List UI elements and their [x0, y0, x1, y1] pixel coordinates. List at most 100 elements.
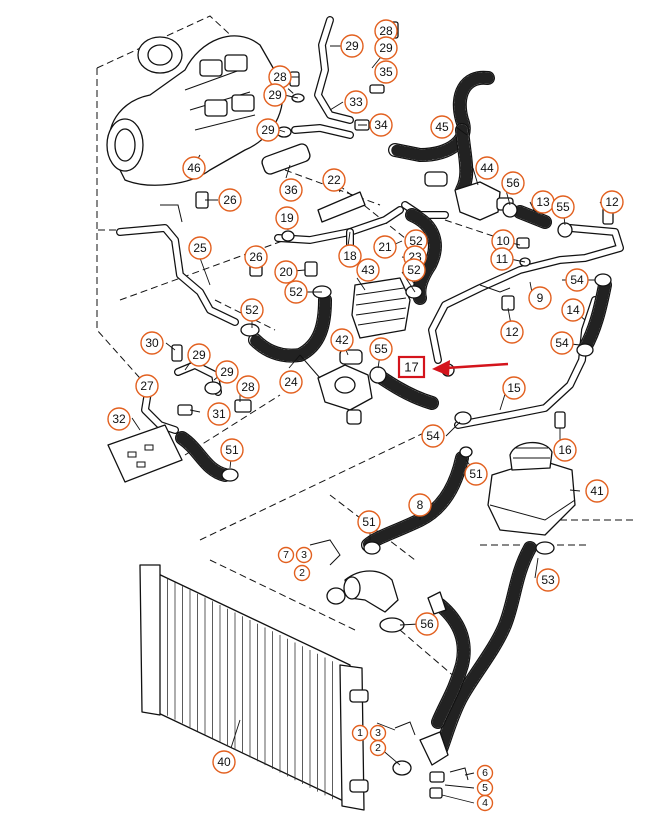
callout-12[interactable]: 12: [500, 320, 524, 344]
callout-56[interactable]: 56: [415, 612, 439, 636]
callout-label: 2: [375, 742, 381, 754]
callout-label: 26: [249, 250, 263, 264]
callout-8[interactable]: 8: [408, 493, 432, 517]
callout-6[interactable]: 6: [476, 764, 494, 782]
callout-34[interactable]: 34: [369, 113, 393, 137]
callout-circle: [369, 113, 393, 137]
callout-52[interactable]: 52: [284, 280, 308, 304]
callout-20[interactable]: 20: [274, 260, 298, 284]
callout-42[interactable]: 42: [330, 328, 354, 352]
callout-32[interactable]: 32: [107, 407, 131, 431]
hose-14: [578, 278, 612, 355]
callout-25[interactable]: 25: [188, 236, 212, 260]
callout-54[interactable]: 54: [550, 331, 574, 355]
callout-circle: [135, 374, 159, 398]
callout-55[interactable]: 55: [551, 195, 575, 219]
highlighted-callout-17[interactable]: 17: [397, 355, 426, 379]
callout-26[interactable]: 26: [244, 245, 268, 269]
callout-29[interactable]: 29: [256, 118, 280, 142]
gasket-32: [107, 424, 183, 483]
callout-43[interactable]: 43: [356, 258, 380, 282]
hose-17[interactable]: [375, 371, 439, 410]
callout-1[interactable]: 1: [351, 724, 369, 742]
callout-label: 55: [556, 200, 570, 214]
callout-52[interactable]: 52: [402, 258, 426, 282]
callout-label: 54: [555, 336, 569, 350]
hose-24: [248, 293, 332, 363]
callout-circle: [464, 462, 488, 486]
callout-46[interactable]: 46: [182, 156, 206, 180]
callout-41[interactable]: 41: [585, 479, 609, 503]
callout-24[interactable]: 24: [279, 370, 303, 394]
callout-3[interactable]: 3: [369, 724, 387, 742]
callout-circle: [236, 375, 260, 399]
callout-19[interactable]: 19: [275, 206, 299, 230]
callout-label: 14: [566, 303, 580, 317]
callout-52[interactable]: 52: [240, 298, 264, 322]
callout-15[interactable]: 15: [502, 376, 526, 400]
callout-label: 45: [435, 120, 449, 134]
callout-circle: [207, 402, 231, 426]
callout-label: 16: [558, 443, 572, 457]
callout-label: 51: [225, 443, 239, 457]
callout-29[interactable]: 29: [187, 343, 211, 367]
callout-56[interactable]: 56: [501, 171, 525, 195]
callout-40[interactable]: 40: [212, 750, 236, 774]
callout-12[interactable]: 12: [600, 190, 624, 214]
callout-7[interactable]: 7: [277, 546, 295, 564]
turbocharger: [106, 35, 284, 186]
callout-29[interactable]: 29: [374, 36, 398, 60]
callout-11[interactable]: 11: [490, 247, 514, 271]
callout-27[interactable]: 27: [135, 374, 159, 398]
callout-35[interactable]: 35: [374, 60, 398, 84]
callout-circle: [187, 343, 211, 367]
callout-16[interactable]: 16: [553, 438, 577, 462]
callout-29[interactable]: 29: [263, 83, 287, 107]
callout-36[interactable]: 36: [279, 178, 303, 202]
callout-label: 28: [241, 380, 255, 394]
callout-label: 4: [482, 797, 488, 809]
callout-3[interactable]: 3: [295, 546, 313, 564]
callout-53[interactable]: 53: [536, 568, 560, 592]
callout-label: 53: [541, 573, 555, 587]
callout-29[interactable]: 29: [215, 360, 239, 384]
callout-51[interactable]: 51: [357, 510, 381, 534]
callout-55[interactable]: 55: [369, 337, 393, 361]
callout-33[interactable]: 33: [344, 90, 368, 114]
callout-2[interactable]: 2: [293, 564, 311, 582]
callout-29[interactable]: 29: [340, 34, 364, 58]
callout-label: 56: [506, 176, 520, 190]
callout-18[interactable]: 18: [338, 244, 362, 268]
callout-45[interactable]: 45: [430, 115, 454, 139]
callout-44[interactable]: 44: [475, 156, 499, 180]
callout-circle: [408, 493, 432, 517]
callout-circle: [536, 568, 560, 592]
callout-31[interactable]: 31: [207, 402, 231, 426]
callout-14[interactable]: 14: [561, 298, 585, 322]
callout-54[interactable]: 54: [421, 424, 445, 448]
callout-label: 12: [605, 195, 619, 209]
callout-5[interactable]: 5: [476, 779, 494, 797]
callout-51[interactable]: 51: [464, 462, 488, 486]
callout-label: 31: [212, 407, 226, 421]
callout-circle: [373, 235, 397, 259]
callout-21[interactable]: 21: [373, 235, 397, 259]
callout-28[interactable]: 28: [236, 375, 260, 399]
callout-51[interactable]: 51: [220, 438, 244, 462]
callout-2[interactable]: 2: [369, 739, 387, 757]
callout-label: 21: [378, 240, 392, 254]
callout-label: 52: [407, 263, 421, 277]
callout-54[interactable]: 54: [565, 268, 589, 292]
callout-circle: [490, 247, 514, 271]
callout-13[interactable]: 13: [531, 190, 555, 214]
callout-4[interactable]: 4: [476, 794, 494, 812]
callout-30[interactable]: 30: [140, 331, 164, 355]
callout-circle: [369, 337, 393, 361]
callout-22[interactable]: 22: [322, 168, 346, 192]
coolant-flange-42: [299, 349, 373, 425]
callout-circle: [500, 320, 524, 344]
lower-outlet-sensor: [392, 721, 469, 799]
callout-26[interactable]: 26: [218, 188, 242, 212]
callout-9[interactable]: 9: [528, 286, 552, 310]
callout-label: 19: [280, 211, 294, 225]
